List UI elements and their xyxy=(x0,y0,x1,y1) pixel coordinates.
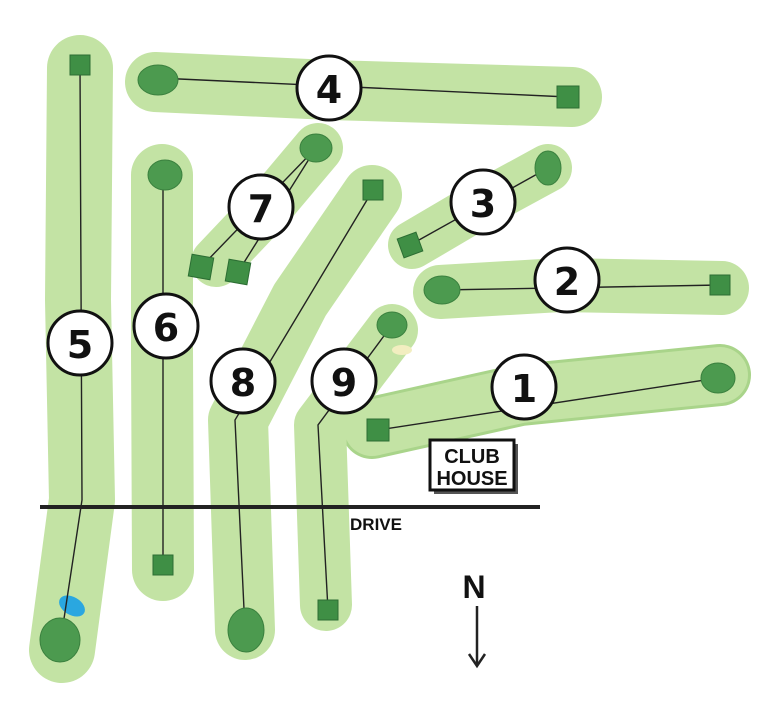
green-hole-9 xyxy=(376,311,408,339)
greens xyxy=(39,64,736,663)
hole-number: 1 xyxy=(511,367,537,411)
hole-markers: 1 2 3 4 5 6 7 8 9 xyxy=(46,54,601,421)
tee-hole-1 xyxy=(366,418,390,442)
drive-label: DRIVE xyxy=(350,515,402,534)
hole-number: 9 xyxy=(331,361,357,405)
tee-hole-7a xyxy=(187,253,215,281)
hole-number: 4 xyxy=(316,68,342,112)
hole-number: 6 xyxy=(153,306,179,350)
tee-hole-9 xyxy=(317,599,339,621)
hole-marker-3[interactable]: 3 xyxy=(449,168,517,236)
green-hole-8 xyxy=(227,607,265,653)
green-hole-5 xyxy=(39,617,81,663)
hole-number: 2 xyxy=(554,260,580,304)
hole-marker-6[interactable]: 6 xyxy=(132,292,200,360)
green-hole-6 xyxy=(147,159,183,191)
clubhouse: CLUB HOUSE xyxy=(428,438,518,494)
tee-hole-2 xyxy=(709,274,731,296)
tee-hole-6 xyxy=(152,554,174,576)
green-hole-4 xyxy=(137,64,179,96)
tee-hole-4 xyxy=(556,85,580,109)
green-hole-2 xyxy=(423,275,461,305)
compass-label: N xyxy=(462,569,485,605)
tee-hole-5 xyxy=(69,54,91,76)
fairway-hole-5 xyxy=(29,35,115,683)
hole-marker-8[interactable]: 8 xyxy=(209,347,277,415)
north-arrow-icon: N xyxy=(462,569,487,669)
tee-hole-7b xyxy=(224,258,252,286)
hole-marker-7[interactable]: 7 xyxy=(227,173,295,241)
hole-marker-4[interactable]: 4 xyxy=(295,54,363,122)
hole-marker-9[interactable]: 9 xyxy=(310,347,378,415)
tees xyxy=(69,54,731,621)
hole-number: 8 xyxy=(230,361,256,405)
hole-number: 5 xyxy=(67,323,93,367)
hole-number: 3 xyxy=(470,182,496,226)
hole-marker-1[interactable]: 1 xyxy=(490,353,558,421)
tee-hole-3 xyxy=(396,231,424,259)
green-hole-1 xyxy=(700,362,736,394)
sand-bunker xyxy=(392,345,412,355)
green-hole-7 xyxy=(299,133,333,163)
clubhouse-label-line2: HOUSE xyxy=(436,468,507,490)
green-hole-3 xyxy=(534,150,562,186)
hole-marker-5[interactable]: 5 xyxy=(46,309,114,377)
clubhouse-label-line1: CLUB xyxy=(444,446,500,468)
hole-marker-2[interactable]: 2 xyxy=(533,246,601,314)
hole-number: 7 xyxy=(248,187,274,231)
tee-hole-8 xyxy=(362,179,384,201)
